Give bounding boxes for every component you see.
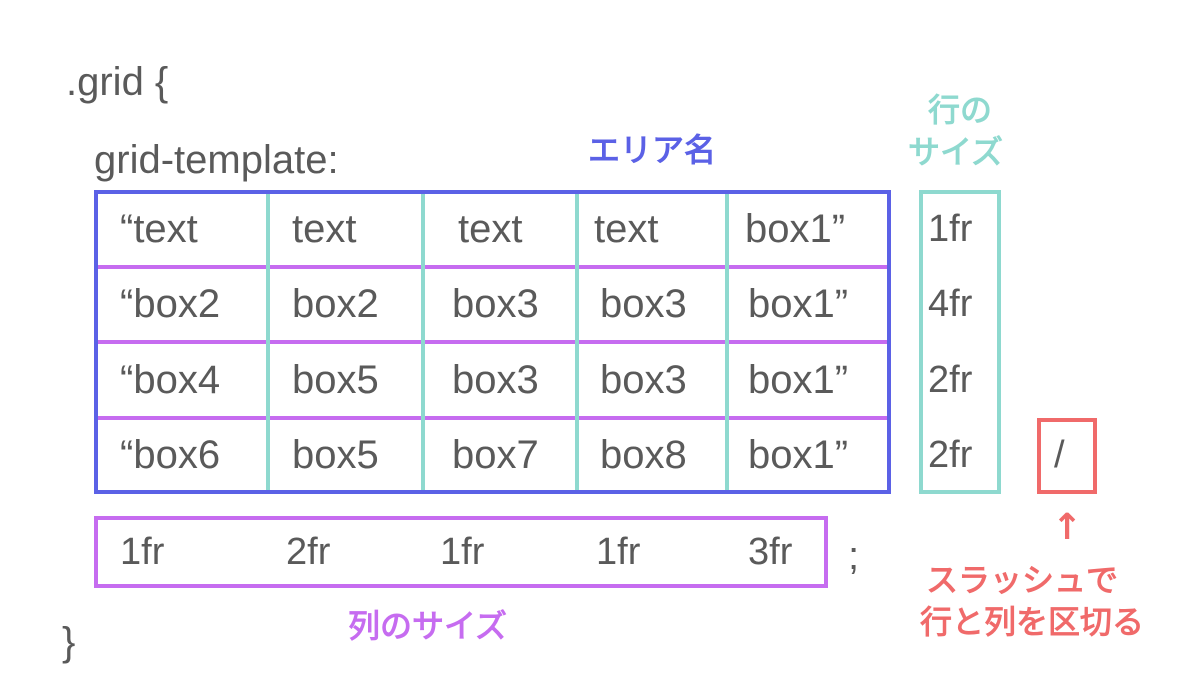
- area-cell: “text: [120, 206, 198, 251]
- row-size-value: 2fr: [928, 358, 973, 401]
- area-cell: box3: [600, 357, 687, 402]
- row-divider: [98, 416, 887, 420]
- row-divider: [98, 340, 887, 344]
- column-divider: [421, 194, 425, 490]
- area-cell: text: [458, 206, 523, 251]
- col-size-box: [94, 516, 828, 588]
- col-size-value: 2fr: [286, 530, 331, 573]
- area-cell: box1”: [745, 206, 846, 251]
- slash-note-arrow: ↑: [1052, 507, 1083, 548]
- col-size-value: 1fr: [120, 530, 165, 573]
- area-cell: box5: [292, 357, 379, 402]
- row-size-value: 1fr: [928, 207, 973, 250]
- area-cell: box7: [452, 432, 539, 477]
- row-size-label-line2: サイズ: [908, 133, 1004, 171]
- area-cell: “box2: [120, 281, 221, 326]
- row-size-box: [919, 190, 1001, 494]
- col-size-label: 列のサイズ: [348, 607, 508, 645]
- slash-note-line2: 行と列を区切る: [920, 603, 1145, 641]
- col-size-value: 3fr: [748, 530, 793, 573]
- row-size-label-line1: 行の: [928, 91, 993, 129]
- col-size-value: 1fr: [596, 530, 641, 573]
- code-close-brace: }: [62, 620, 76, 664]
- area-cell: text: [292, 206, 357, 251]
- area-cell: box3: [600, 281, 687, 326]
- code-property-line: grid-template:: [94, 138, 339, 182]
- column-divider: [266, 194, 270, 490]
- area-cell: box5: [292, 432, 379, 477]
- column-divider: [725, 194, 729, 490]
- area-cell: box1”: [748, 357, 849, 402]
- area-cell: box8: [600, 432, 687, 477]
- area-cell: box1”: [748, 432, 849, 477]
- area-grid-border: [94, 190, 891, 494]
- row-size-value: 4fr: [928, 282, 973, 325]
- slash-box: [1037, 418, 1097, 494]
- row-divider: [98, 265, 887, 269]
- area-cell: text: [594, 206, 659, 251]
- area-cell: box2: [292, 281, 379, 326]
- slash-note-line1: スラッシュで: [926, 561, 1119, 599]
- area-cell: box1”: [748, 281, 849, 326]
- slash-separator: /: [1054, 434, 1065, 476]
- row-size-value: 2fr: [928, 433, 973, 476]
- area-cell: box3: [452, 281, 539, 326]
- area-name-label: エリア名: [588, 131, 717, 169]
- area-cell: “box4: [120, 357, 221, 402]
- col-size-value: 1fr: [440, 530, 485, 573]
- area-cell: “box6: [120, 432, 221, 477]
- column-divider: [575, 194, 579, 490]
- area-cell: box3: [452, 357, 539, 402]
- code-semicolon: ;: [848, 534, 860, 578]
- code-open-line: .grid {: [66, 60, 169, 104]
